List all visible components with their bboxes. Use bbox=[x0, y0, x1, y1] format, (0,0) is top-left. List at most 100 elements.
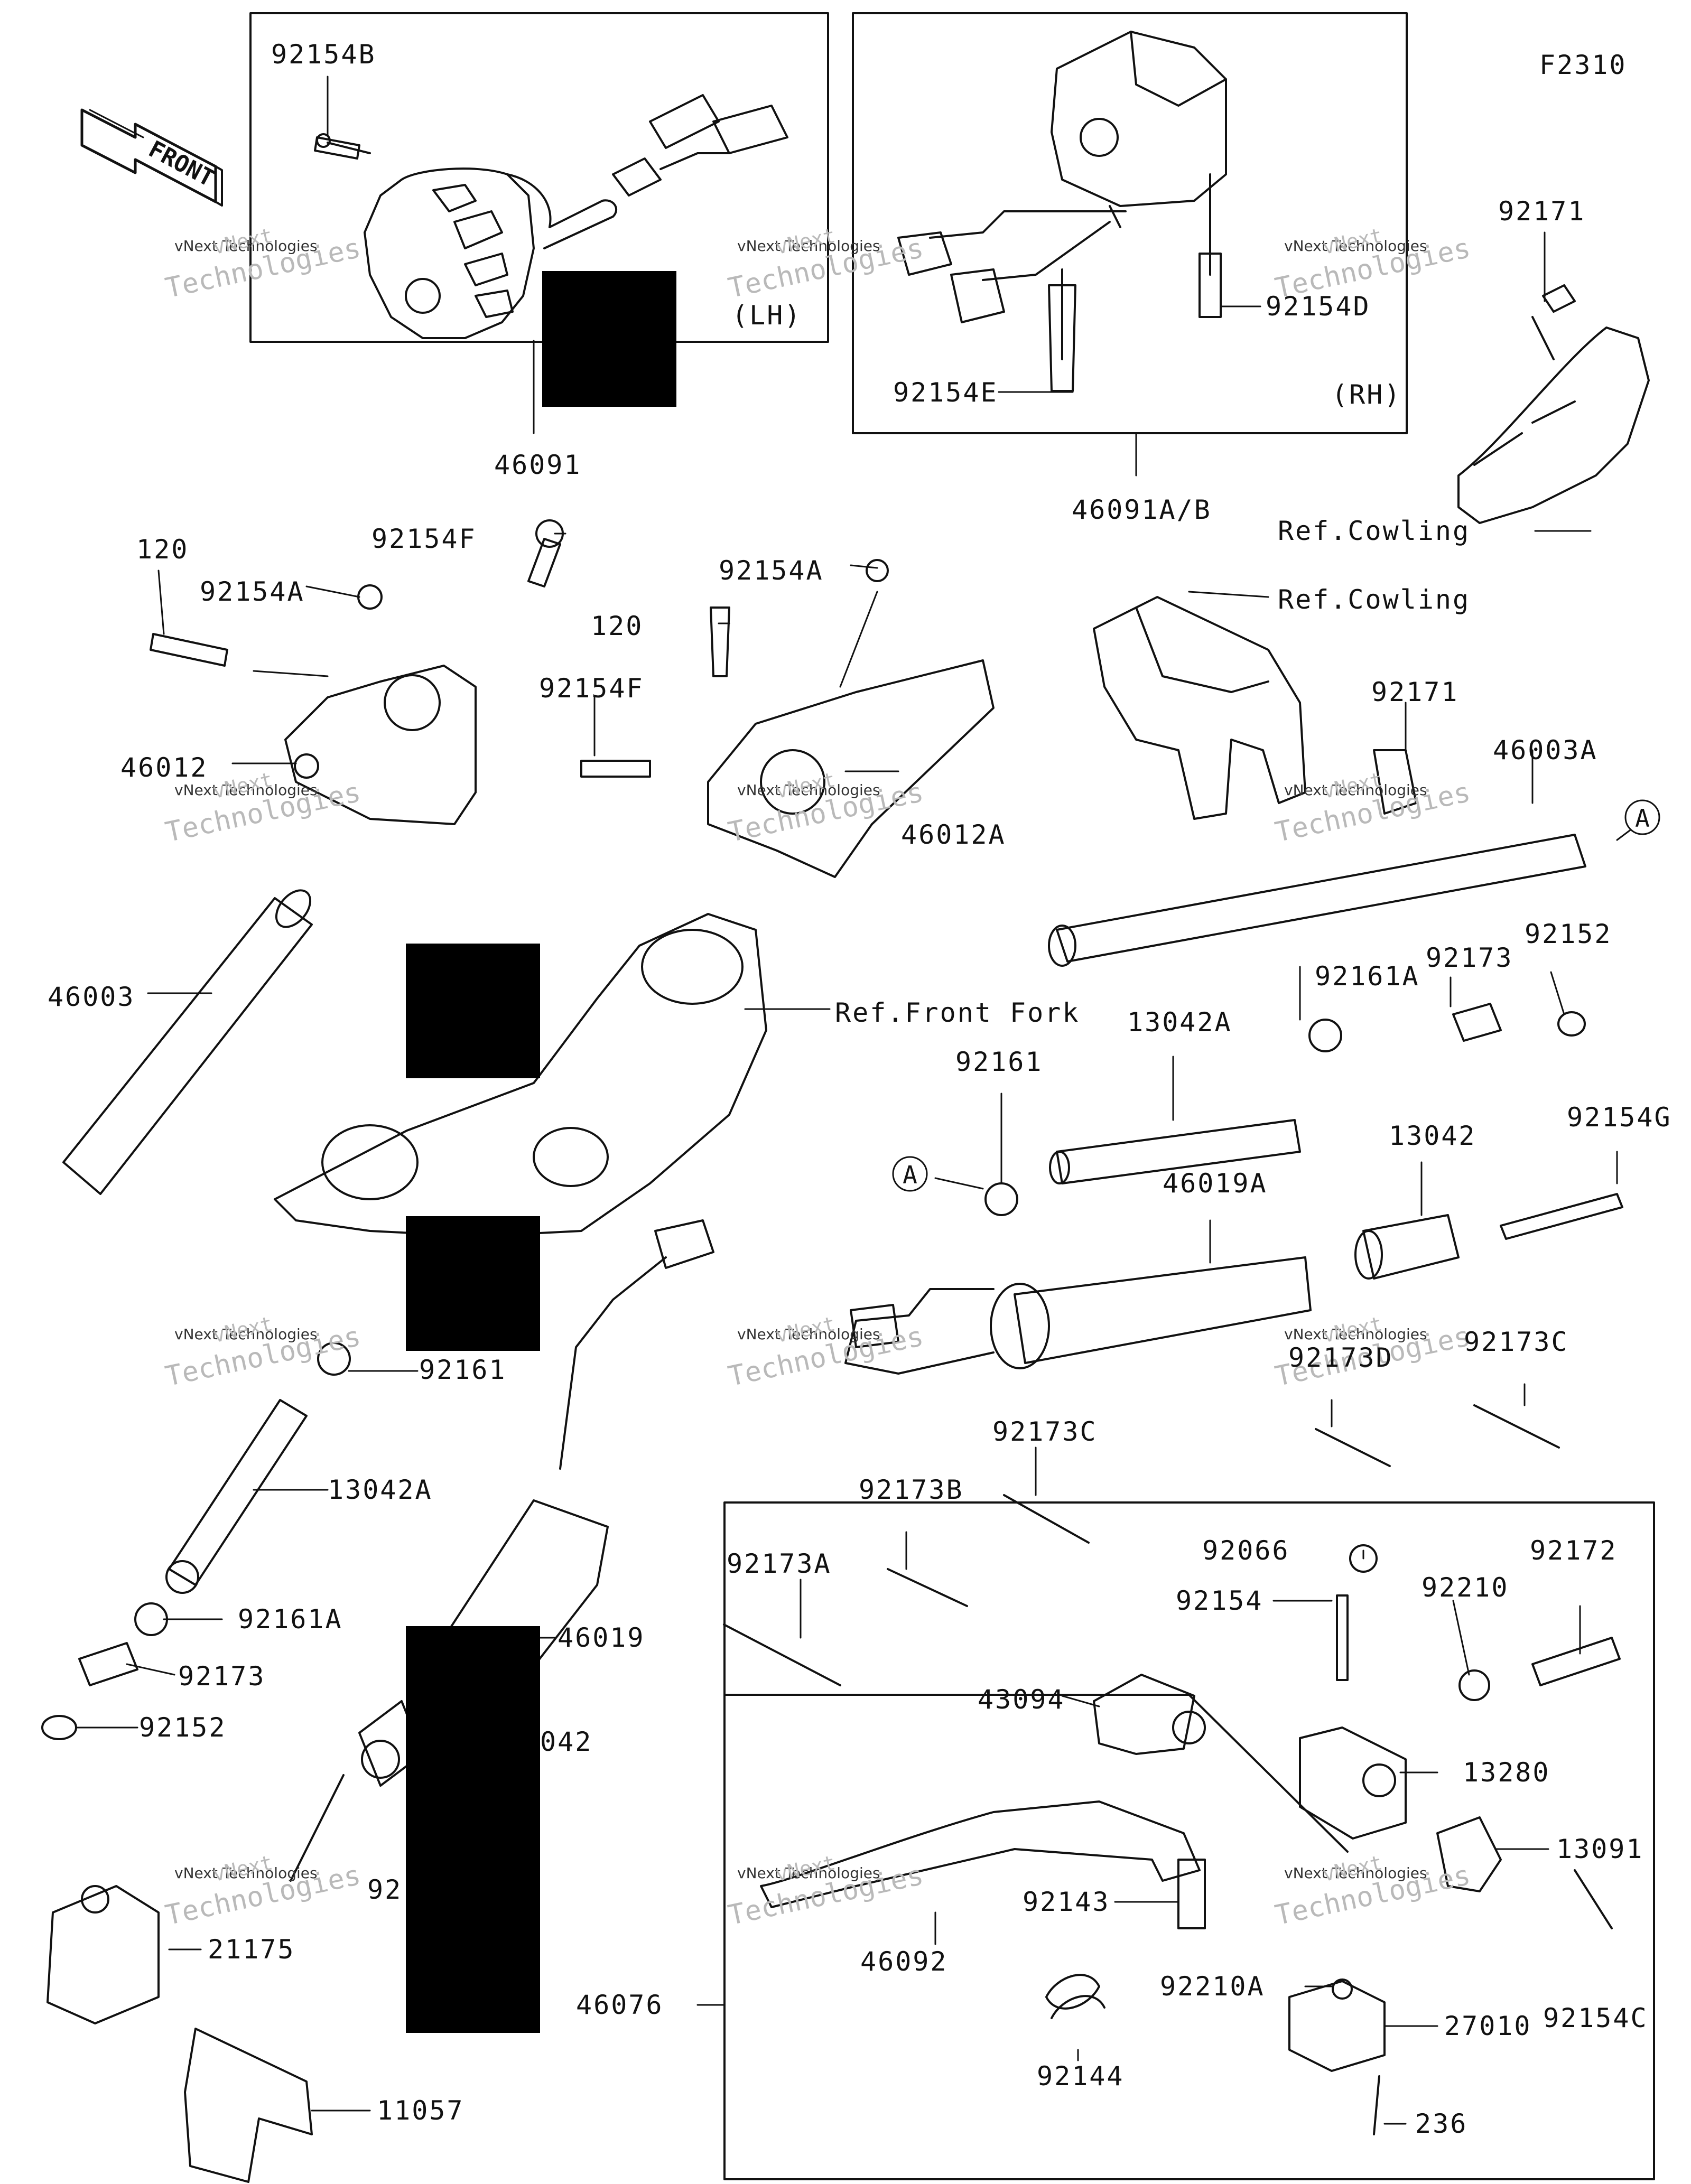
clutch-box-slant-2 bbox=[1188, 1694, 1349, 1853]
part-label-13280: 13280 bbox=[1463, 1757, 1550, 1788]
part-label-92161-right: 92161 bbox=[955, 1047, 1043, 1077]
clip-92173-left bbox=[78, 1642, 138, 1686]
tube-13042A-right bbox=[1056, 1119, 1301, 1184]
part-label-92173-right: 92173 bbox=[1426, 942, 1513, 973]
marker-a-upper: A bbox=[1624, 799, 1660, 835]
rh-switch-housing bbox=[897, 31, 1227, 392]
part-label-92154: 92154 bbox=[1176, 1585, 1263, 1616]
part-label-92154A-right: 92154A bbox=[719, 555, 824, 586]
strap-92173D bbox=[1315, 1428, 1391, 1467]
part-label-46003: 46003 bbox=[48, 982, 135, 1012]
washer-92210 bbox=[1458, 1669, 1490, 1701]
part-label-46019: 46019 bbox=[558, 1622, 645, 1653]
part-label-46012: 46012 bbox=[120, 752, 208, 783]
part-label-46003A: 46003A bbox=[1493, 735, 1598, 766]
part-label-43094: 43094 bbox=[978, 1684, 1065, 1715]
part-label-92154E: 92154E bbox=[893, 377, 998, 408]
part-label-120-left: 120 bbox=[136, 534, 189, 565]
part-label-ref-front-fork: Ref.Front Fork bbox=[835, 997, 1080, 1028]
part-label-92154D: 92154D bbox=[1266, 291, 1371, 322]
part-label-46092: 46092 bbox=[860, 1946, 948, 1977]
marker-a-upper-text: A bbox=[1635, 804, 1650, 833]
bar-end-13042-right bbox=[1362, 1214, 1460, 1280]
clip-92173-right bbox=[1452, 1003, 1502, 1042]
nut-92161A-right bbox=[1308, 1019, 1342, 1052]
holder-46012-hole bbox=[294, 753, 319, 779]
redaction-block-3 bbox=[406, 1216, 540, 1351]
upper-triple-clamp bbox=[274, 913, 767, 1237]
part-label-120-right: 120 bbox=[591, 611, 644, 641]
bolt-120-left bbox=[150, 633, 228, 667]
part-label-92171-top: 92171 bbox=[1498, 196, 1586, 227]
bolt-92154A-right bbox=[866, 559, 889, 582]
tube-13042A-left bbox=[168, 1399, 308, 1586]
front-arrow bbox=[80, 108, 223, 207]
part-label-21175: 21175 bbox=[208, 1934, 295, 1965]
part-label-92-cut: 92 bbox=[367, 1874, 403, 1905]
part-label-46012A: 46012A bbox=[901, 819, 1006, 850]
clamp-bore-right bbox=[641, 929, 744, 1005]
part-label-92173-left: 92173 bbox=[178, 1661, 266, 1692]
clamp-bore-left bbox=[321, 1124, 419, 1200]
part-label-27010: 27010 bbox=[1444, 2011, 1532, 2041]
redaction-block-4 bbox=[406, 1626, 540, 2033]
bolt-92154C bbox=[1574, 1869, 1613, 1929]
part-label-92143: 92143 bbox=[1023, 1887, 1110, 1917]
part-label-92172: 92172 bbox=[1530, 1535, 1618, 1566]
part-label-92144: 92144 bbox=[1037, 2061, 1125, 2092]
bolt-92154G bbox=[1500, 1193, 1623, 1240]
part-label-46019A: 46019A bbox=[1163, 1168, 1268, 1199]
box-label-rh: (RH) bbox=[1332, 379, 1402, 410]
part-label-236: 236 bbox=[1415, 2108, 1468, 2139]
part-label-92161A-right: 92161A bbox=[1315, 961, 1420, 992]
part-label-13042A-right: 13042A bbox=[1127, 1007, 1232, 1038]
relay-21175 bbox=[47, 1885, 160, 2024]
part-label-92066: 92066 bbox=[1202, 1535, 1290, 1566]
bolt-92154F-left bbox=[527, 538, 561, 587]
nut-92210A bbox=[1332, 1978, 1353, 2000]
washer-92152-left bbox=[41, 1715, 77, 1740]
part-label-11057: 11057 bbox=[377, 2095, 464, 2126]
grip-46019A bbox=[1014, 1256, 1312, 1364]
redaction-block-1 bbox=[542, 271, 676, 407]
part-label-92173A: 92173A bbox=[727, 1548, 832, 1579]
part-label-92154F-left: 92154F bbox=[371, 524, 477, 554]
pipe-46003 bbox=[62, 897, 313, 1195]
nut-92161-right bbox=[984, 1182, 1018, 1216]
detail-box-clutch bbox=[723, 1501, 1655, 2180]
part-label-92152-left: 92152 bbox=[139, 1712, 227, 1743]
part-label-46091AB: 46091A/B bbox=[1072, 494, 1212, 525]
bolt-92154A-left bbox=[357, 584, 383, 610]
redaction-block-2 bbox=[406, 944, 540, 1078]
part-label-46091: 46091 bbox=[494, 450, 582, 480]
cap-92066 bbox=[1349, 1544, 1378, 1573]
bolt-120-right bbox=[710, 606, 730, 677]
holder-13280 bbox=[1299, 1726, 1407, 1840]
bracket-43094 bbox=[1093, 1674, 1195, 1755]
part-label-92154B: 92154B bbox=[271, 39, 376, 70]
nut-92161A-left bbox=[134, 1602, 168, 1636]
part-label-92210: 92210 bbox=[1421, 1572, 1509, 1603]
holder-46012-bore bbox=[384, 674, 441, 731]
part-label-92210A: 92210A bbox=[1160, 1971, 1265, 2002]
part-label-92154G: 92154G bbox=[1567, 1102, 1672, 1133]
part-label-92173B: 92173B bbox=[859, 1474, 964, 1505]
part-label-92152-right: 92152 bbox=[1525, 919, 1612, 949]
bolt-92154 bbox=[1336, 1594, 1349, 1681]
part-label-92173C-mid: 92173C bbox=[992, 1416, 1098, 1447]
pipe-46003A bbox=[1056, 834, 1586, 963]
strap-92173B bbox=[887, 1568, 968, 1607]
lh-switch-housing bbox=[316, 94, 788, 339]
strap-92173C-right bbox=[1473, 1404, 1560, 1449]
part-label-92161-left: 92161 bbox=[419, 1355, 507, 1385]
bolt-92154F-right bbox=[580, 760, 651, 778]
lever-46092 bbox=[760, 1800, 1201, 1908]
cowling-bracket-top bbox=[1457, 284, 1650, 524]
bracket-11057 bbox=[184, 2028, 313, 2183]
clamp-13091 bbox=[1436, 1816, 1502, 1892]
detail-box-lh bbox=[249, 12, 829, 343]
part-label-13091: 13091 bbox=[1556, 1834, 1644, 1864]
clamp-bore-center bbox=[533, 1127, 609, 1187]
screw-236 bbox=[1373, 2075, 1380, 2135]
